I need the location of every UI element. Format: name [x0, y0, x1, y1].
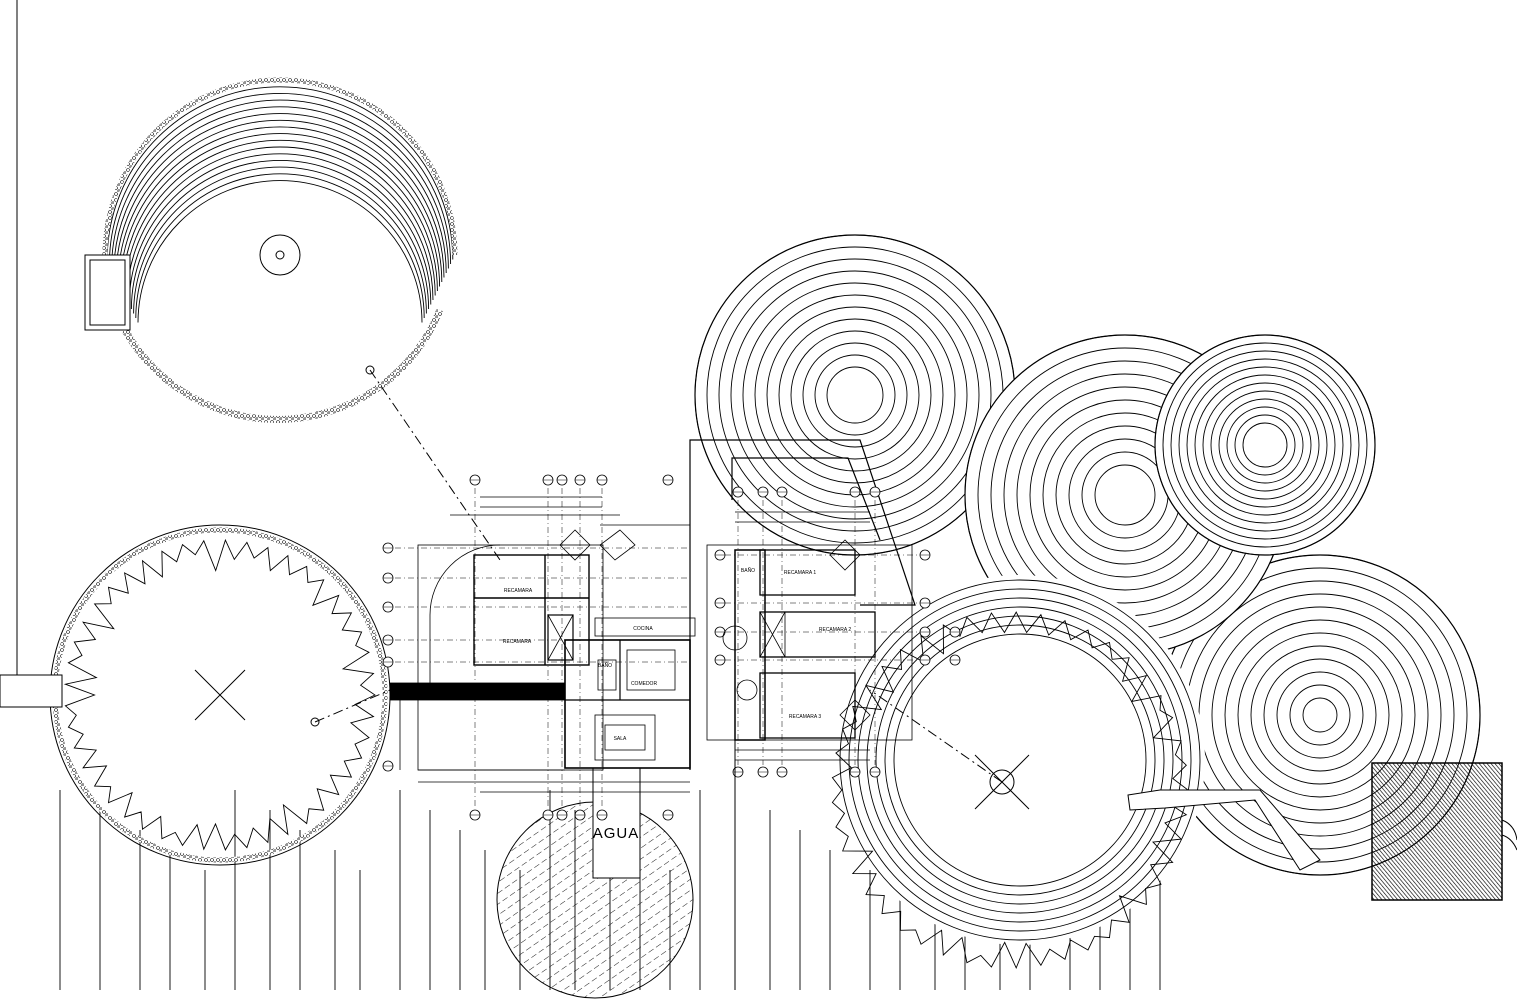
- bano-2-label: BAÑO: [741, 567, 755, 574]
- tree-canopy-top-left: [84, 77, 501, 561]
- tree-canopy-center-right: [831, 575, 1321, 970]
- agua-label: AGUA: [593, 825, 640, 842]
- hatched-block: [1371, 762, 1517, 901]
- cocina-label: COCINA: [633, 626, 653, 632]
- recamara-3-label: RECAMARA 3: [789, 714, 821, 720]
- water-pool: AGUA: [496, 767, 694, 999]
- recamara-2-label: RECAMARA 2: [819, 627, 851, 633]
- building-right-wing: RECAMARA 1 RECAMARA 2 RECAMARA 3 BAÑO: [565, 439, 961, 990]
- comedor-label: COMEDOR: [631, 681, 658, 687]
- building-left-wing: RECAMARA RECAMARA BAÑO COCINA COMEDOR SA…: [382, 474, 696, 821]
- recamara-1-label: RECAMARA 1: [784, 570, 816, 576]
- recamara-b-label: RECAMARA: [503, 639, 532, 645]
- tree-canopy-left: [0, 524, 391, 866]
- bano-label: BAÑO: [598, 662, 612, 669]
- sala-label: SALA: [614, 736, 627, 742]
- recamara-a-label: RECAMARA: [504, 588, 533, 594]
